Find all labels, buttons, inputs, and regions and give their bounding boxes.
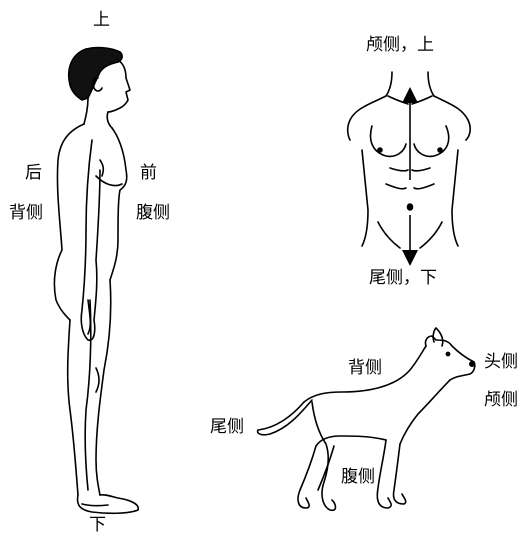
left-shoulder [348,96,386,140]
front-leg-near [377,440,391,508]
dog-label-belly: 腹侧 [341,467,375,487]
chest [400,380,450,444]
dog-label-tail: 尾侧 [210,417,244,437]
human-label-ventral: 腹侧 [136,203,170,223]
hair [69,48,122,100]
human-label-anterior: 前 [140,163,157,183]
torso-label-top: 颅侧，上 [366,35,434,55]
feet [78,495,139,514]
dog-label-head-2: 颅侧 [484,390,518,410]
front-outline [110,128,127,280]
head [425,336,474,380]
torso-front-figure [348,72,470,248]
front-leg-far [393,444,405,504]
left-pectoral [371,126,406,156]
back-leg [68,320,78,495]
right-side [452,150,458,246]
human-label-bottom: 下 [89,515,106,535]
human-side-figure [54,48,138,514]
hind-leg-far [298,446,316,508]
human-label-posterior: 后 [25,163,42,183]
human-label-top: 上 [93,10,110,30]
back-outline [54,124,84,320]
torso-label-bottom: 尾侧，下 [369,268,437,288]
hind-leg-near [312,402,336,510]
right-shoulder [434,96,470,140]
dog-label-back: 背侧 [348,358,382,378]
ear [433,328,443,346]
right-pectoral [414,126,449,156]
tail [258,400,312,435]
left-side [362,150,368,246]
dog-label-head-1: 头侧 [484,352,518,372]
human-label-dorsal: 背侧 [9,203,43,223]
face-profile [108,60,130,112]
